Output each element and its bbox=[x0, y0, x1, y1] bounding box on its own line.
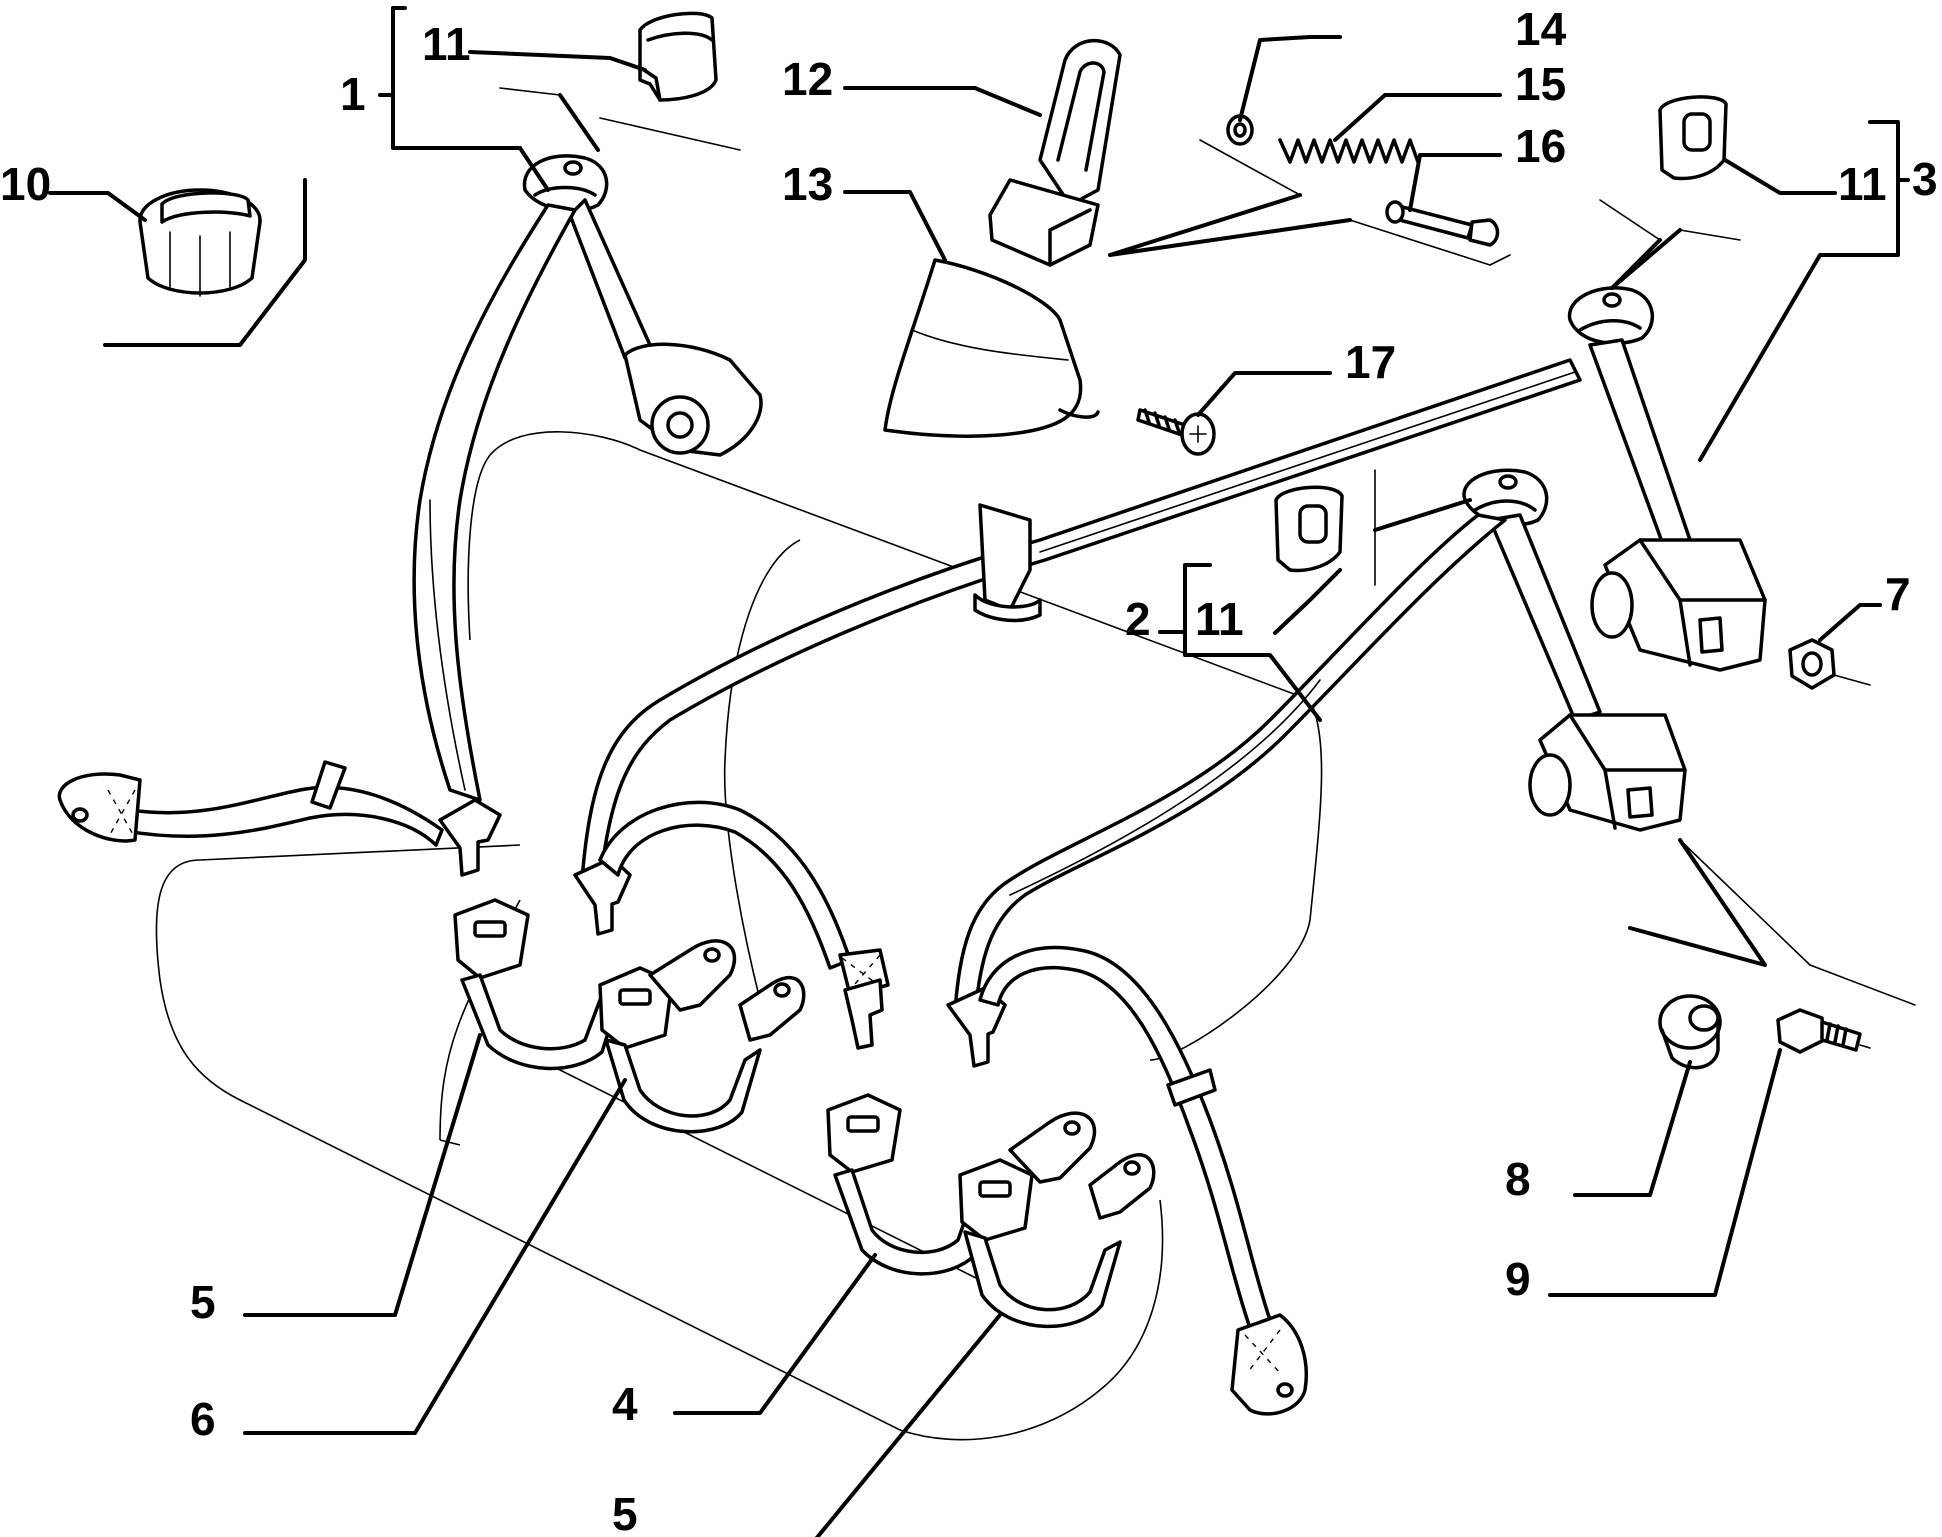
center-seat-belt-assembly bbox=[573, 286, 1767, 1050]
callout-6: 6 bbox=[190, 1393, 216, 1445]
buckle-assembly-left bbox=[453, 898, 806, 1134]
callout-9: 9 bbox=[1505, 1253, 1531, 1305]
buckle-assembly-right bbox=[826, 1093, 1156, 1329]
callout-14: 14 bbox=[1515, 3, 1567, 55]
screw-icon bbox=[1136, 408, 1216, 456]
trim-cover-icon bbox=[883, 258, 1100, 438]
callout-7: 7 bbox=[1885, 568, 1911, 620]
rear-seat-outline bbox=[155, 431, 1323, 1441]
callout-11-right: 11 bbox=[1838, 158, 1887, 210]
callout-13: 13 bbox=[782, 158, 833, 210]
callout-1: 1 bbox=[340, 68, 366, 120]
spring-icon bbox=[1278, 138, 1420, 164]
bracket-10 bbox=[103, 178, 307, 347]
callout-2: 2 bbox=[1125, 593, 1151, 645]
left-seat-belt-assembly bbox=[57, 154, 763, 877]
headrest-guide-icon bbox=[988, 38, 1122, 267]
anchor-cover-icon-top bbox=[638, 11, 718, 102]
callout-labels: 1 11 10 12 13 14 15 16 17 11 3 2 11 7 8 … bbox=[0, 3, 1938, 1537]
spacer-icon bbox=[1658, 994, 1722, 1070]
callout-16: 16 bbox=[1515, 120, 1566, 172]
plug-cap-icon bbox=[138, 188, 262, 297]
callout-3: 3 bbox=[1912, 153, 1938, 205]
callout-4: 4 bbox=[612, 1378, 638, 1430]
nut-icon bbox=[1788, 638, 1836, 690]
callout-8: 8 bbox=[1505, 1153, 1531, 1205]
clip-nut-icon bbox=[1226, 114, 1254, 146]
callout-10: 10 bbox=[0, 158, 51, 210]
callout-11-center: 11 bbox=[1195, 593, 1244, 645]
anchor-bolt-icon bbox=[1776, 1008, 1862, 1054]
callout-12: 12 bbox=[782, 53, 833, 105]
callout-17: 17 bbox=[1345, 336, 1396, 388]
leader-lines bbox=[48, 6, 1916, 1537]
right-seat-belt-assembly bbox=[946, 468, 1687, 1416]
anchor-cover-icon-right bbox=[1658, 95, 1728, 181]
anchor-cover-icon-center bbox=[1274, 485, 1344, 573]
callout-5-left: 5 bbox=[190, 1276, 216, 1328]
callout-11-top: 11 bbox=[422, 18, 471, 70]
pin-bolt-icon bbox=[1385, 200, 1500, 247]
callout-15: 15 bbox=[1515, 58, 1566, 110]
callout-5-bottom: 5 bbox=[612, 1488, 638, 1537]
